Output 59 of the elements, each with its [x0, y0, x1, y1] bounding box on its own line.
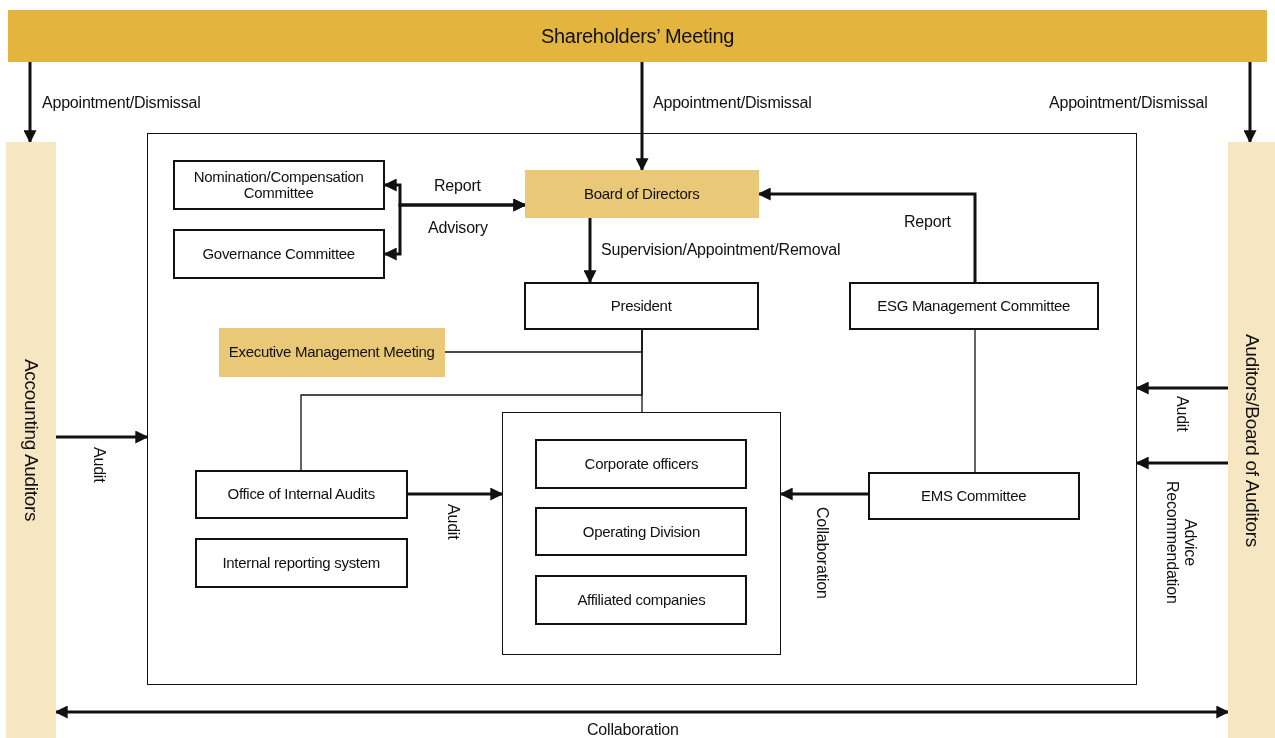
arrow [1135, 456, 1228, 470]
edge-label: Report [434, 177, 481, 195]
edge-label: Appointment/Dismissal [42, 94, 201, 112]
highlighted-box [524, 169, 759, 218]
box-label: Office of Internal Audits [227, 486, 375, 503]
edge-label: Audit [1173, 396, 1191, 432]
arrow [779, 487, 868, 501]
edge-label: Report [904, 213, 951, 231]
highlighted-box [218, 327, 445, 377]
process-box [194, 469, 408, 519]
edge-label: Supervision/Appointment/Removal [601, 241, 841, 259]
organization-frame [147, 133, 1137, 685]
arrow [54, 705, 1230, 719]
organization-frame [501, 411, 781, 655]
process-box [535, 507, 748, 557]
box-label: ESG Management Committee [877, 297, 1071, 314]
box-label: Nomination/Compensation Committee [192, 168, 365, 201]
edge-label: Collaboration [587, 721, 679, 738]
edge-label: Audit [444, 504, 462, 540]
process-box [535, 575, 748, 626]
box-label: President [610, 297, 672, 314]
edge-label: Advice Recommendation [1163, 479, 1199, 606]
arrow [56, 430, 149, 444]
edge-label: Advisory [428, 219, 488, 237]
box-label: Accounting Auditors [23, 358, 39, 522]
box-label: Internal reporting system [222, 554, 380, 571]
arrow [757, 187, 977, 282]
arrow [583, 218, 597, 284]
meeting-bar [8, 10, 1267, 62]
box-label: EMS Committee [921, 487, 1027, 504]
box-label: Corporate officers [584, 456, 699, 473]
box-label: Governance Committee [202, 245, 355, 262]
process-box [172, 228, 385, 279]
box-label: Auditors/Board of Auditors [1243, 333, 1260, 547]
process-box [535, 439, 748, 490]
box-label: Executive Management Meeting [228, 344, 435, 361]
connector-line [300, 329, 643, 471]
box-label: Affiliated companies [577, 592, 706, 609]
box-label: Board of Directors [583, 185, 700, 202]
process-box [194, 537, 408, 588]
arrow [23, 62, 37, 144]
arrow [635, 62, 649, 172]
auditor-band [1228, 142, 1275, 738]
edge-label: Collaboration [813, 507, 831, 599]
arrow [383, 198, 527, 261]
process-box [848, 281, 1099, 330]
connector-line [974, 329, 976, 473]
edge-label: Audit [90, 447, 108, 483]
process-box [523, 281, 759, 330]
edge-label: Appointment/Dismissal [1049, 94, 1208, 112]
box-label: Operating Division [582, 523, 700, 540]
arrow [1135, 381, 1228, 395]
process-box [867, 471, 1080, 520]
edge-label: Appointment/Dismissal [653, 94, 812, 112]
arrow [1243, 62, 1257, 144]
arrow [408, 487, 504, 501]
box-label: Shareholders’ Meeting [540, 25, 735, 47]
process-box [172, 159, 385, 210]
auditor-band [6, 142, 56, 738]
